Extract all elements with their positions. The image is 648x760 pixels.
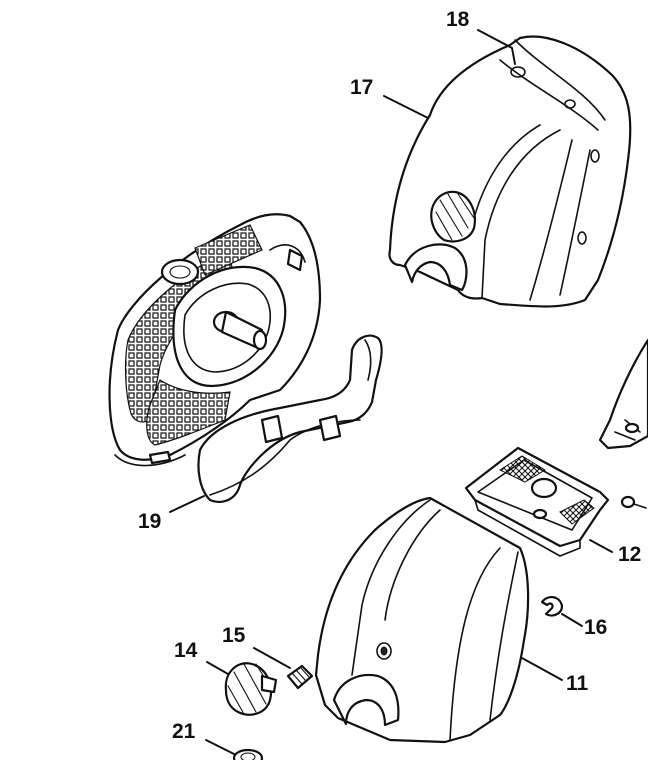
callout-14: 14 [174,639,198,662]
callout-12: 12 [618,543,641,566]
small-bolt [620,495,647,509]
part-17-upper-cover [388,35,632,308]
callout-19: 19 [138,510,161,533]
part-16-clip [540,596,564,617]
callout-15: 15 [222,624,246,647]
callout-16: 16 [584,616,607,639]
callout-11: 11 [566,672,589,695]
leader-lines [169,29,613,755]
part-12-filter-plate [464,446,610,557]
part-21-screw [232,748,264,760]
callout-21: 21 [172,720,196,743]
part-15-spring [286,664,314,690]
part-14-knob [224,662,278,716]
callout-18: 18 [446,8,470,31]
part-19-fan-housing [108,213,383,503]
partial-part-right-edge [598,338,648,450]
callout-17: 17 [350,76,373,99]
part-11-lower-cover [314,496,530,744]
